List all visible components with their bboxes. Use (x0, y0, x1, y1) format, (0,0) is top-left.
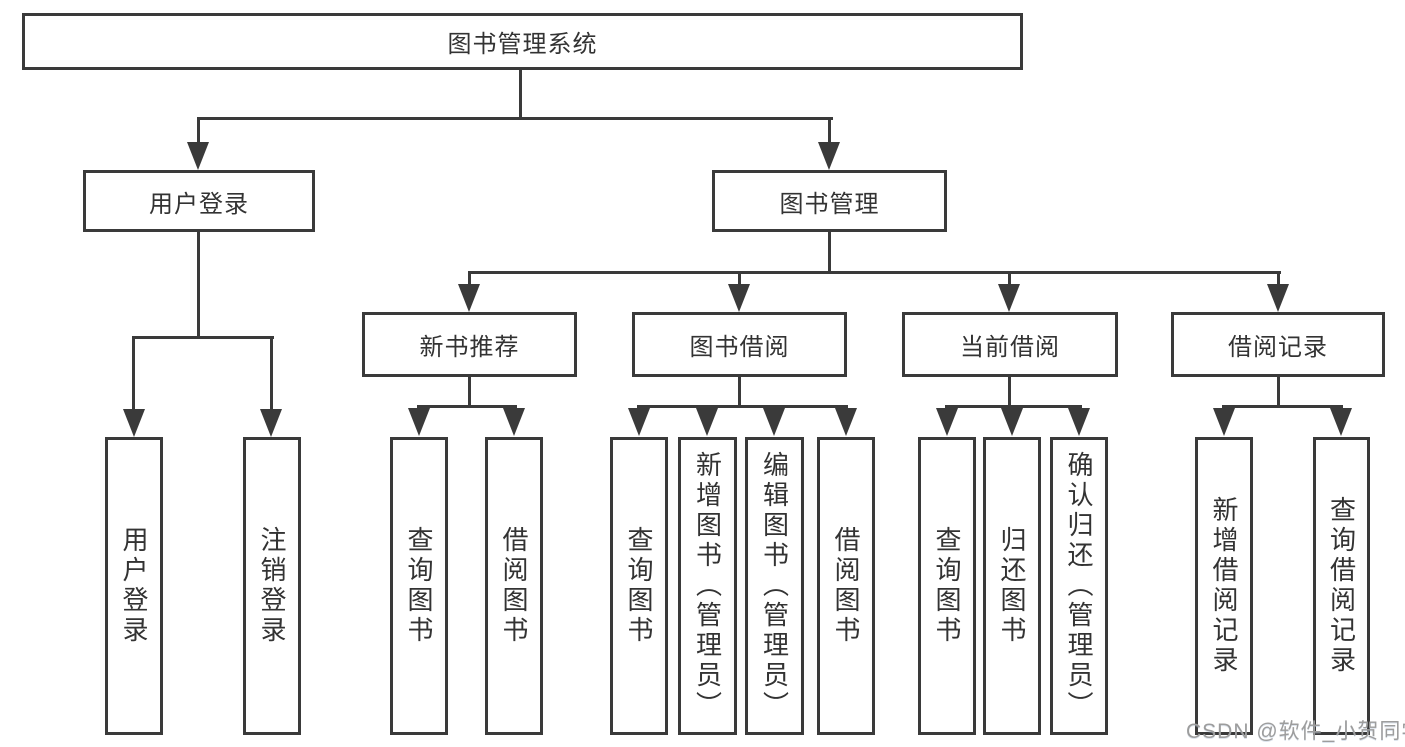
connector-line (1277, 377, 1280, 408)
leaf-current-confirm-return-label: 确认归还（管理员） (1064, 451, 1094, 721)
arrowhead-down-icon (818, 142, 840, 170)
leaf-record-add: 新增借阅记录 (1195, 437, 1253, 735)
leaf-borrow-add-book-label: 新增图书（管理员） (692, 451, 723, 721)
leaf-current-return-book-label: 归还图书 (997, 526, 1027, 646)
leaf-logout-label: 注销登录 (257, 526, 287, 646)
connector-line (197, 117, 200, 144)
node-current-borrow: 当前借阅 (902, 312, 1118, 377)
leaf-user-login: 用户登录 (105, 437, 163, 735)
arrowhead-down-icon (1068, 408, 1090, 436)
leaf-recommend-query-book-label: 查询图书 (404, 526, 434, 646)
leaf-record-query: 查询借阅记录 (1313, 437, 1370, 735)
connector-line (1008, 377, 1011, 408)
node-root: 图书管理系统 (22, 13, 1023, 70)
arrowhead-down-icon (998, 284, 1020, 312)
connector-line (1222, 405, 1343, 408)
arrowhead-down-icon (260, 409, 282, 437)
leaf-borrow-borrow-book-label: 借阅图书 (831, 526, 861, 646)
connector-line (738, 271, 741, 285)
leaf-borrow-add-book: 新增图书（管理员） (678, 437, 737, 735)
arrowhead-down-icon (1213, 408, 1235, 436)
arrowhead-down-icon (936, 408, 958, 436)
connector-line (197, 232, 200, 339)
arrowhead-down-icon (408, 408, 430, 436)
connector-line (468, 377, 471, 408)
leaf-logout: 注销登录 (243, 437, 301, 735)
node-user-login-label: 用户登录 (149, 190, 249, 218)
node-current-borrow-label: 当前借阅 (960, 334, 1060, 361)
leaf-recommend-borrow-book: 借阅图书 (485, 437, 543, 735)
connector-line (637, 405, 848, 408)
connector-line (132, 336, 135, 410)
node-book-borrow: 图书借阅 (632, 312, 847, 377)
connector-line (828, 117, 831, 144)
leaf-recommend-query-book: 查询图书 (390, 437, 448, 735)
node-book-borrow-label: 图书借阅 (689, 334, 790, 361)
leaf-borrow-query-book-label: 查询图书 (624, 526, 654, 646)
leaf-borrow-edit-book: 编辑图书（管理员） (745, 437, 804, 735)
arrowhead-down-icon (187, 142, 209, 170)
connector-line (519, 70, 522, 117)
arrowhead-down-icon (628, 408, 650, 436)
leaf-current-query-book-label: 查询图书 (932, 526, 962, 646)
leaf-borrow-borrow-book: 借阅图书 (817, 437, 875, 735)
leaf-current-query-book: 查询图书 (918, 437, 976, 735)
arrowhead-down-icon (763, 408, 785, 436)
arrowhead-down-icon (458, 284, 480, 312)
arrowhead-down-icon (123, 409, 145, 437)
node-user-login: 用户登录 (83, 170, 315, 232)
leaf-user-login-label: 用户登录 (119, 526, 149, 646)
connector-line (417, 405, 517, 408)
arrowhead-down-icon (503, 408, 525, 436)
leaf-borrow-query-book: 查询图书 (610, 437, 668, 735)
node-borrow-record-label: 借阅记录 (1228, 334, 1328, 361)
connector-line (1277, 271, 1280, 285)
connector-line (468, 271, 1281, 274)
connector-line (945, 405, 1082, 408)
arrowhead-down-icon (1267, 284, 1289, 312)
arrowhead-down-icon (1001, 408, 1023, 436)
csdn-watermark: CSDN @软件_小贺同学 (1186, 720, 1405, 743)
arrowhead-down-icon (1330, 408, 1352, 436)
node-new-book-recommend-label: 新书推荐 (419, 334, 520, 361)
arrowhead-down-icon (835, 408, 857, 436)
node-book-management-label: 图书管理 (779, 190, 880, 218)
node-root-label: 图书管理系统 (447, 31, 598, 58)
node-borrow-record: 借阅记录 (1171, 312, 1385, 377)
node-new-book-recommend: 新书推荐 (362, 312, 577, 377)
leaf-borrow-edit-book-label: 编辑图书（管理员） (759, 451, 790, 721)
connector-line (828, 232, 831, 274)
arrowhead-down-icon (728, 284, 750, 312)
connector-line (132, 336, 274, 339)
leaf-record-query-label: 查询借阅记录 (1326, 496, 1357, 676)
connector-line (1008, 271, 1011, 285)
connector-line (738, 377, 741, 408)
node-book-management: 图书管理 (712, 170, 947, 232)
leaf-recommend-borrow-book-label: 借阅图书 (499, 526, 529, 646)
connector-line (468, 271, 471, 285)
leaf-current-return-book: 归还图书 (983, 437, 1041, 735)
leaf-current-confirm-return: 确认归还（管理员） (1050, 437, 1108, 735)
arrowhead-down-icon (696, 408, 718, 436)
leaf-record-add-label: 新增借阅记录 (1209, 496, 1239, 676)
connector-line (270, 336, 273, 410)
connector-line (197, 117, 833, 120)
